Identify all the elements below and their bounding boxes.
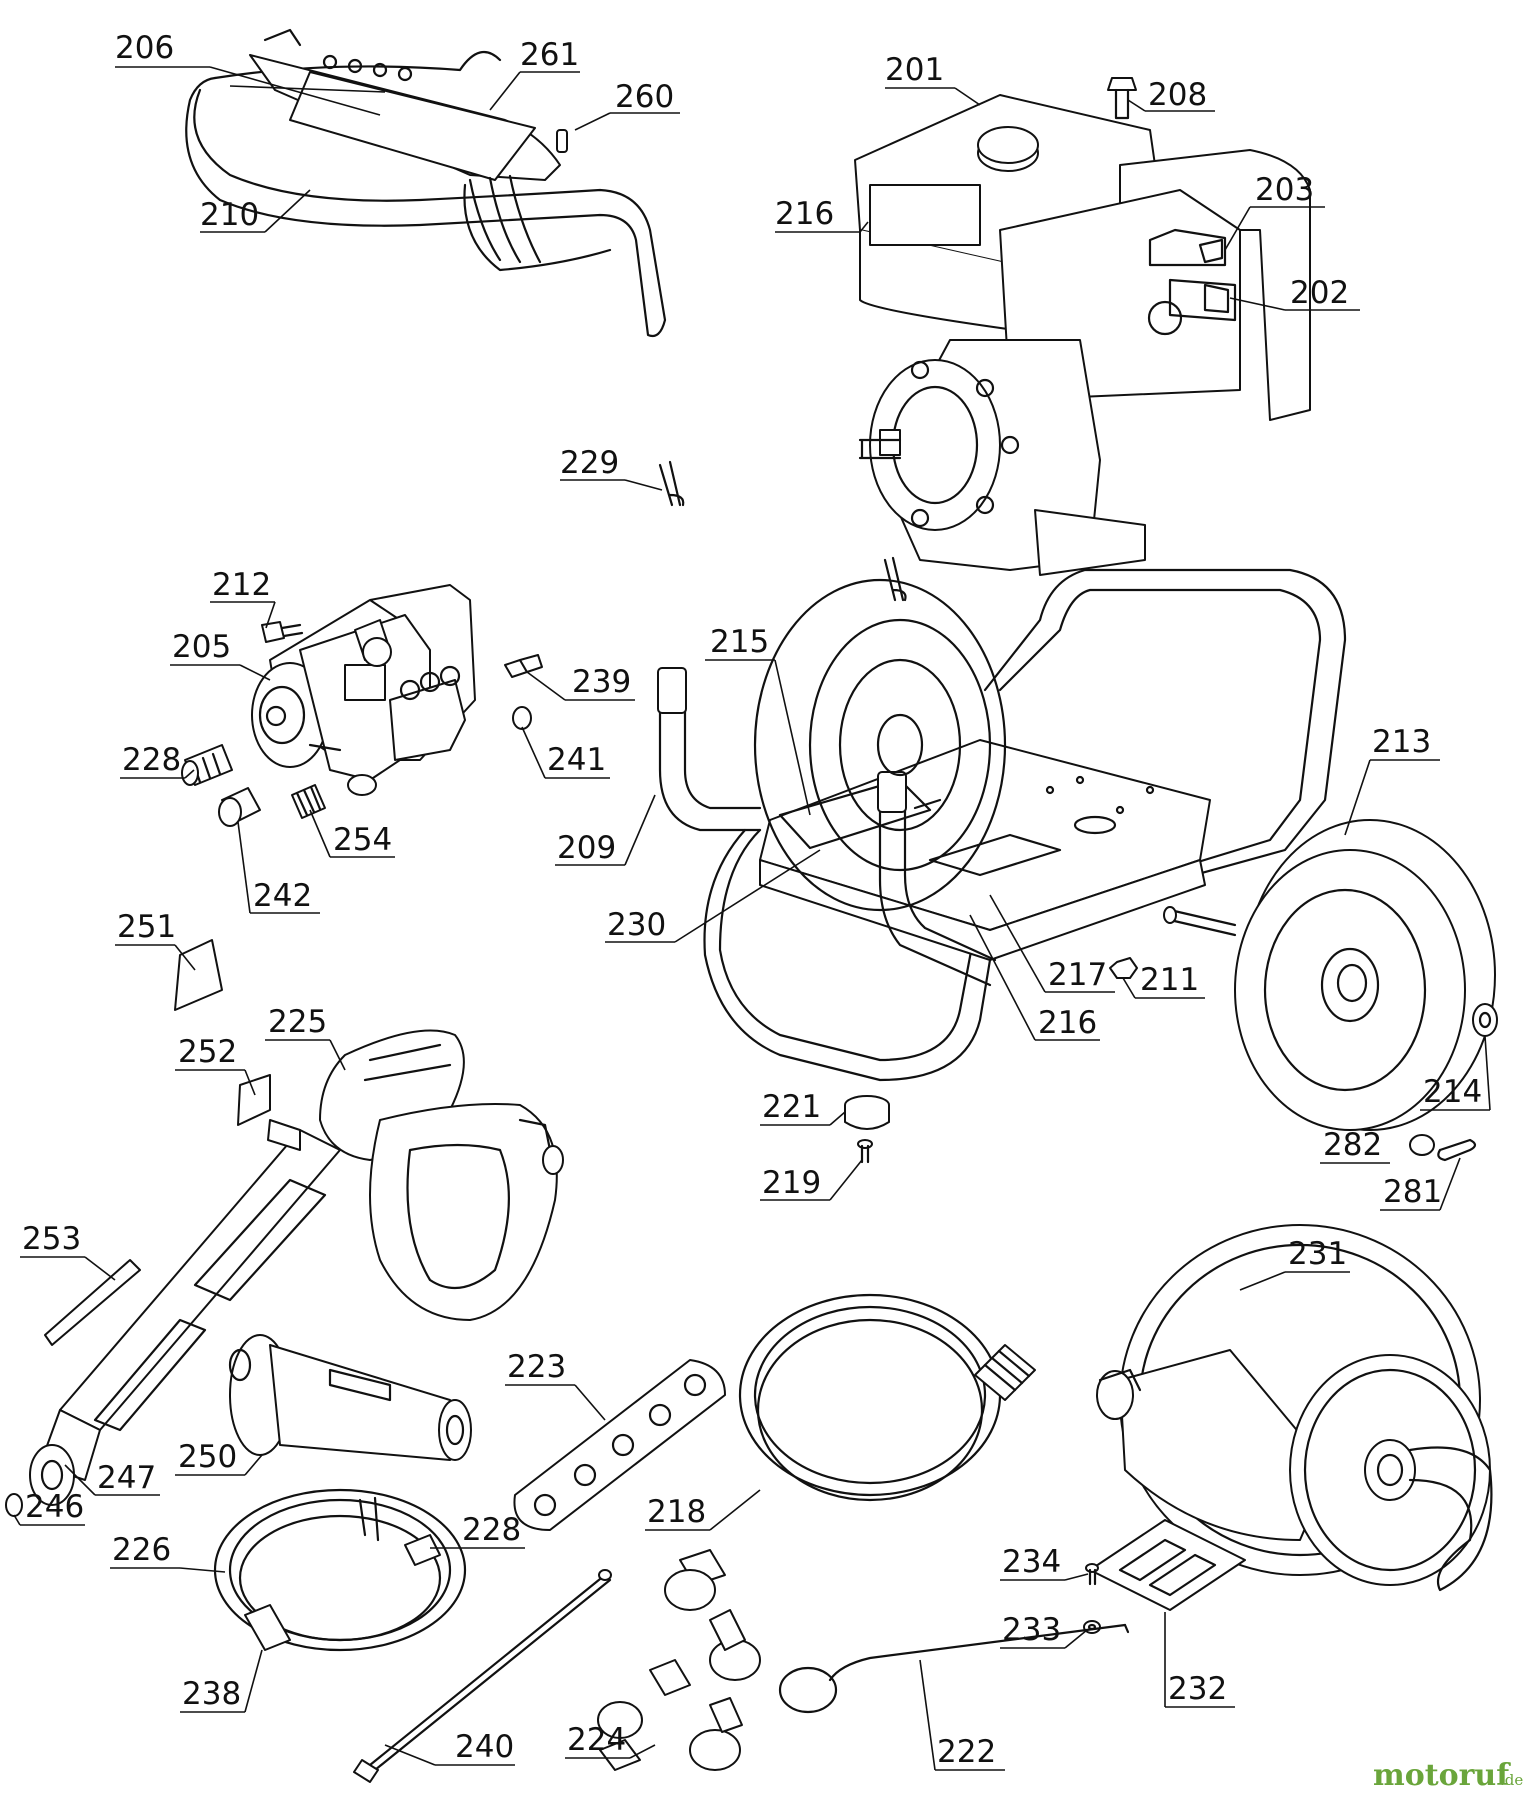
callout-numbers: 206 261 260 210 201 208 216 203 202 229 …	[22, 30, 1482, 1770]
callout-233: 233	[1002, 1612, 1061, 1648]
screw-219	[857, 1139, 873, 1164]
callout-254: 254	[333, 822, 392, 858]
callout-216-top: 216	[775, 196, 834, 232]
tool-222	[778, 1623, 1130, 1714]
nut-242	[218, 787, 261, 827]
plate-232	[1089, 1519, 1246, 1611]
callout-228-bottom: 228	[462, 1512, 521, 1548]
callout-221: 221	[762, 1089, 821, 1125]
fitting-228	[181, 744, 233, 786]
callout-223: 223	[507, 1349, 566, 1385]
callout-203: 203	[1255, 172, 1314, 208]
callout-205: 205	[172, 629, 231, 665]
bolt-208	[1107, 77, 1137, 120]
strip-253	[44, 1259, 141, 1346]
callout-213: 213	[1372, 724, 1431, 760]
callout-231: 231	[1288, 1236, 1347, 1272]
handle-assembly	[185, 28, 667, 338]
watermark-brand: motoruf	[1373, 1758, 1511, 1793]
wheel-left	[753, 578, 1007, 912]
watermark-tld: .de	[1500, 1771, 1523, 1789]
hose-reel-231	[1096, 1224, 1493, 1592]
callout-229: 229	[560, 445, 619, 481]
callout-261: 261	[520, 37, 579, 73]
oring-246	[5, 1493, 23, 1517]
callout-241: 241	[547, 742, 606, 778]
screw-234	[1085, 1563, 1099, 1586]
callout-240: 240	[455, 1729, 514, 1765]
washer-282	[1409, 1134, 1435, 1156]
spray-gun	[319, 1029, 564, 1321]
cap-241	[512, 706, 532, 730]
pump	[251, 584, 476, 796]
callout-217: 217	[1048, 957, 1107, 993]
callout-215: 215	[710, 624, 769, 660]
callout-230: 230	[607, 907, 666, 943]
hose-218	[738, 1293, 1036, 1502]
callout-238: 238	[182, 1676, 241, 1712]
washer-214	[1472, 1003, 1498, 1037]
bumper-221	[844, 1095, 890, 1130]
filter-254	[291, 784, 326, 819]
leader-lines	[13, 66, 1491, 1771]
callout-251: 251	[117, 909, 176, 945]
callout-246: 246	[25, 1489, 84, 1525]
callout-219: 219	[762, 1165, 821, 1201]
lance-240	[353, 1569, 612, 1783]
nut-211	[1109, 957, 1138, 979]
watermark: motoruf .de	[1373, 1758, 1523, 1793]
callout-260: 260	[615, 79, 674, 115]
callout-242: 242	[253, 878, 312, 914]
nozzles-224	[597, 1549, 761, 1771]
callout-281: 281	[1383, 1174, 1442, 1210]
callout-214: 214	[1423, 1074, 1482, 1110]
callout-282: 282	[1323, 1127, 1382, 1163]
callout-224: 224	[567, 1722, 626, 1758]
callout-216-bottom: 216	[1038, 1005, 1097, 1041]
pin-229	[658, 460, 907, 602]
callout-202: 202	[1290, 275, 1349, 311]
callout-239: 239	[572, 664, 631, 700]
callout-225: 225	[268, 1004, 327, 1040]
clip-281	[1437, 1138, 1477, 1162]
callout-218: 218	[647, 1494, 706, 1530]
wheel-right	[1163, 819, 1496, 1131]
engine	[854, 94, 1311, 576]
bracket-223	[513, 1359, 726, 1531]
callout-228-top: 228	[122, 742, 181, 778]
callout-212: 212	[212, 567, 271, 603]
side-handle-250	[228, 1334, 472, 1461]
callout-201: 201	[885, 52, 944, 88]
callout-247: 247	[97, 1460, 156, 1496]
callout-210: 210	[200, 197, 259, 233]
decal-252	[237, 1074, 271, 1126]
callout-232: 232	[1168, 1671, 1227, 1707]
callout-253: 253	[22, 1221, 81, 1257]
callout-209: 209	[557, 830, 616, 866]
callout-222: 222	[937, 1734, 996, 1770]
callout-250: 250	[178, 1439, 237, 1475]
callout-211: 211	[1140, 962, 1199, 998]
fitting-239	[504, 654, 543, 678]
bolt-212	[261, 621, 304, 643]
callout-208: 208	[1148, 77, 1207, 113]
callout-226: 226	[112, 1532, 171, 1568]
callout-234: 234	[1002, 1544, 1061, 1580]
hose-226	[213, 1488, 467, 1652]
callout-252: 252	[178, 1034, 237, 1070]
decal-251	[174, 939, 223, 1011]
callout-206: 206	[115, 30, 174, 66]
